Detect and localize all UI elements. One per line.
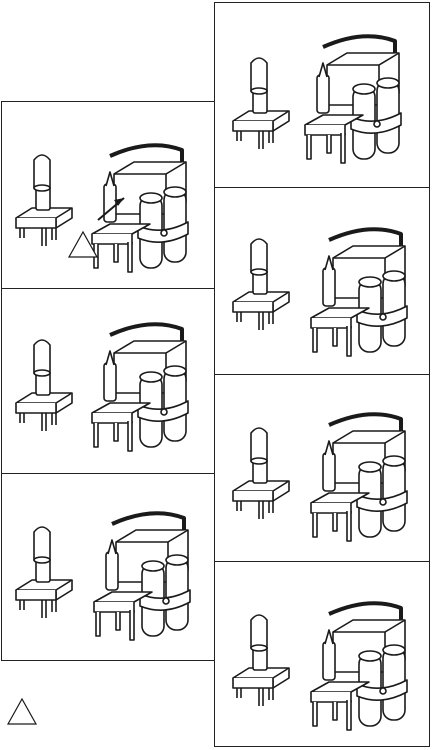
panel-6 bbox=[214, 374, 430, 562]
panel-5 bbox=[214, 187, 430, 375]
gas-valve-illustration bbox=[311, 603, 407, 730]
panel-2 bbox=[1, 288, 215, 474]
pilot-fitting-illustration bbox=[233, 239, 289, 330]
warning-triangle-icon bbox=[6, 697, 38, 727]
gas-valve-illustration bbox=[311, 229, 407, 356]
gas-valve-illustration bbox=[311, 414, 407, 541]
pilot-fitting-illustration bbox=[233, 615, 289, 706]
pilot-fitting-illustration bbox=[16, 155, 72, 246]
pilot-fitting-illustration bbox=[233, 428, 289, 519]
gas-valve-illustration bbox=[305, 36, 401, 163]
pilot-fitting-illustration bbox=[16, 340, 72, 431]
gas-valve-illustration bbox=[92, 145, 188, 272]
panel-7 bbox=[214, 561, 430, 747]
gas-valve-illustration bbox=[94, 513, 190, 640]
panel-1 bbox=[1, 101, 215, 289]
pilot-fitting-illustration bbox=[16, 527, 72, 618]
pilot-fitting-illustration bbox=[233, 58, 289, 149]
panel-3 bbox=[1, 473, 215, 661]
gas-valve-illustration bbox=[92, 324, 188, 451]
panel-4 bbox=[214, 2, 430, 188]
